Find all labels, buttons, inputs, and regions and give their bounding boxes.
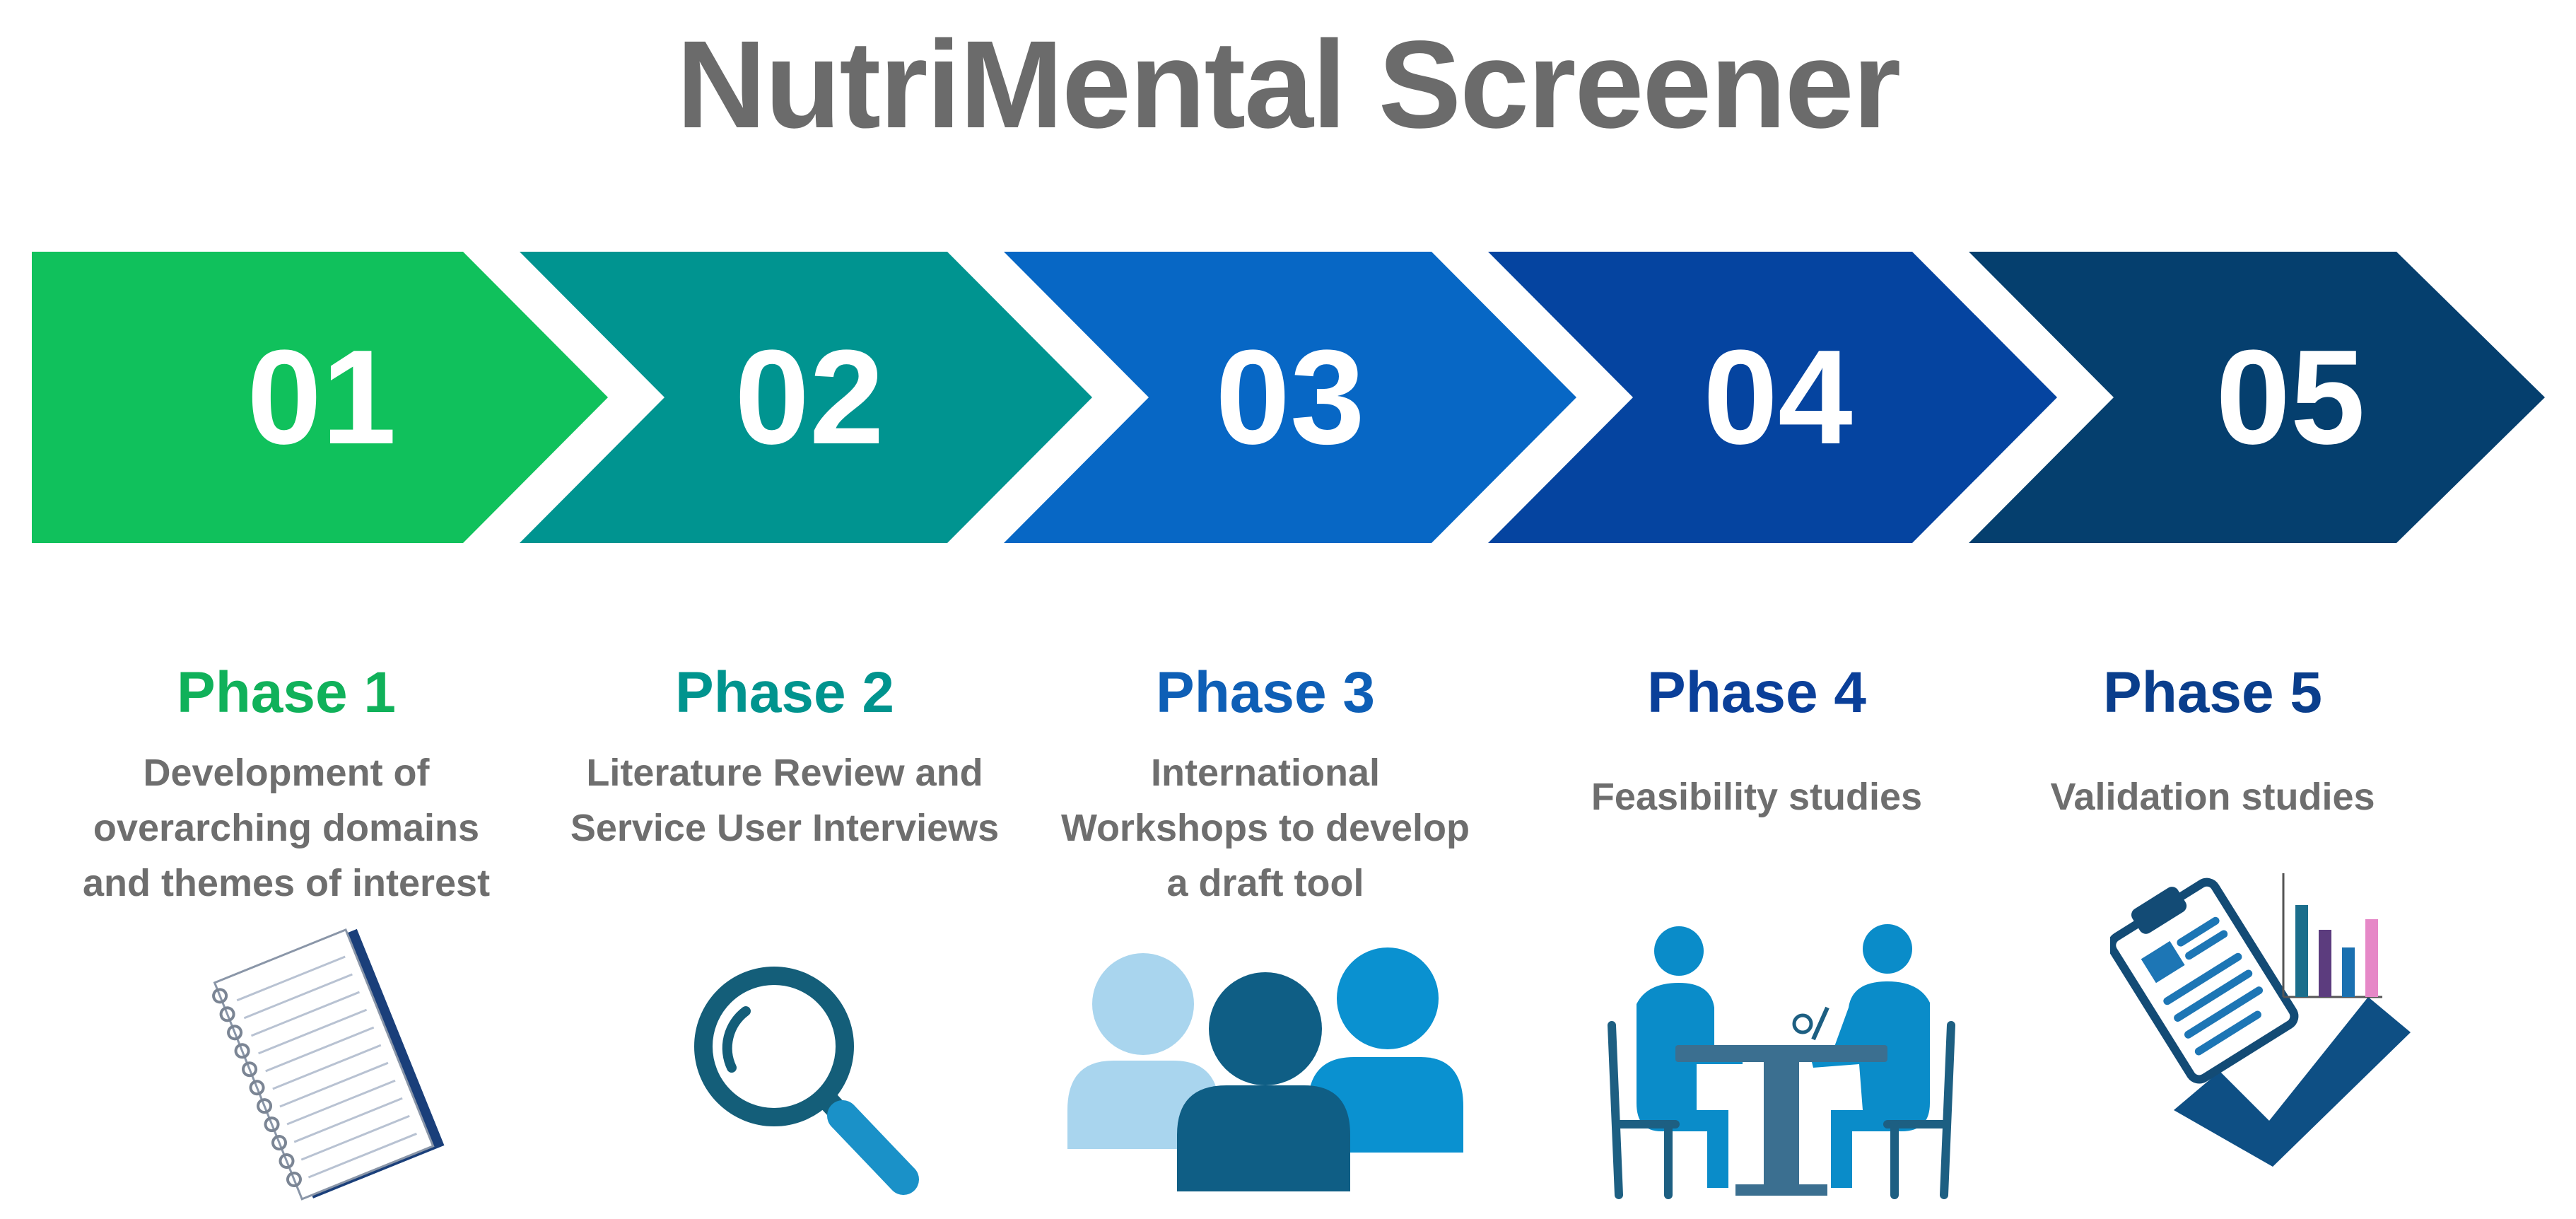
arrow-number-2: 02 — [734, 322, 884, 472]
arrow-step-3: 03 — [1004, 252, 1576, 543]
phase-description-5: Validation studies — [2050, 776, 2375, 818]
phase-column-2: Phase 2 Literature Review and Service Us… — [558, 658, 1011, 856]
phase-column-3: Phase 3 International Workshops to devel… — [1039, 658, 1492, 911]
phase-title-4: Phase 4 — [1647, 660, 1866, 725]
phase-title-5: Phase 5 — [2103, 660, 2322, 725]
people-group-icon — [1067, 947, 1463, 1191]
arrow-step-4: 04 — [1488, 252, 2057, 543]
mini-bar-chart — [2282, 873, 2382, 998]
arrow-number-3: 03 — [1215, 322, 1364, 472]
phase-description-2: Literature Review and Service User Inter… — [570, 752, 1000, 849]
arrow-shape-2 — [520, 252, 1092, 543]
magnifying-glass-icon — [694, 967, 919, 1195]
phase-title-2: Phase 2 — [675, 660, 894, 725]
phase-description-3: International Workshops to develop a dra… — [1060, 752, 1470, 904]
arrow-shape-1 — [32, 252, 608, 543]
phase-title-3: Phase 3 — [1156, 660, 1375, 725]
phase-description-4: Feasibility studies — [1591, 776, 1923, 818]
arrow-number-1: 01 — [247, 322, 396, 472]
arrow-shape-3 — [1004, 252, 1576, 543]
arrow-step-5: 05 — [1969, 252, 2545, 543]
phase-title-1: Phase 1 — [177, 660, 396, 725]
arrow-number-5: 05 — [2215, 322, 2365, 472]
meeting-table-icon — [1608, 924, 1955, 1199]
arrow-shape-4 — [1488, 252, 2057, 543]
phase-column-5: Phase 5 Validation studies — [1986, 658, 2439, 824]
page-title: NutriMental Screener — [676, 16, 1901, 154]
arrow-shape-5 — [1969, 252, 2545, 543]
arrow-step-2: 02 — [520, 252, 1092, 543]
phase-description-1: Development of overarching domains and t… — [82, 752, 491, 904]
phase-arrows: 01 02 03 04 05 — [32, 252, 2545, 543]
phase-column-4: Phase 4 Feasibility studies — [1530, 658, 1983, 824]
notebook-icon — [212, 928, 445, 1201]
clipboard-chart-check-icon — [2110, 873, 2411, 1167]
arrow-number-4: 04 — [1703, 322, 1852, 472]
phase-column-1: Phase 1 Development of overarching domai… — [60, 658, 513, 911]
arrow-step-1: 01 — [32, 252, 608, 543]
